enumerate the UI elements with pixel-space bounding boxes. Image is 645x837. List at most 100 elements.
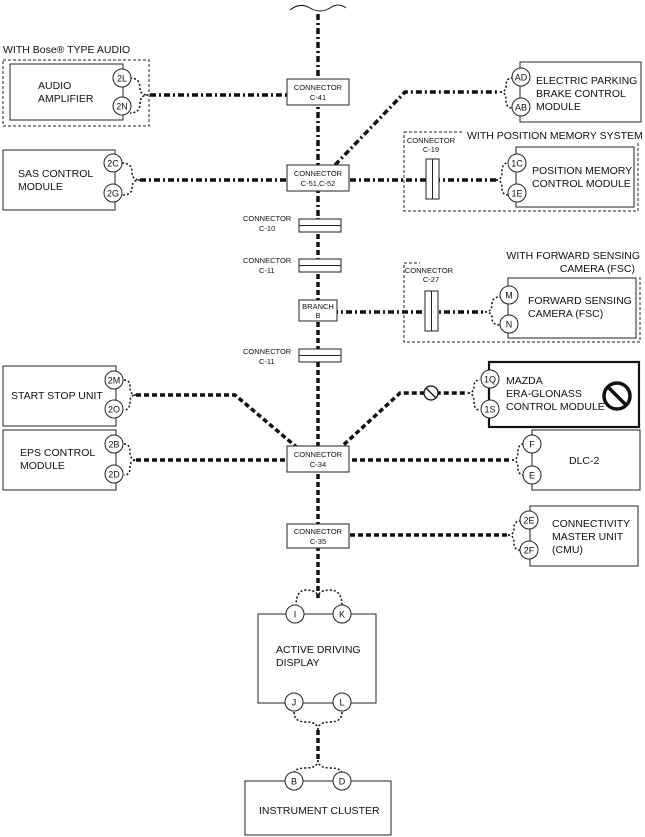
pin-label: B: [291, 777, 297, 787]
cluster-box: [244, 780, 392, 836]
epb-label-1: ELECTRIC PARKING: [536, 75, 637, 87]
pin-circle: [104, 370, 124, 390]
fsc-group-label-line1: WITH FORWARD SENSING: [506, 250, 640, 262]
pin-circle: [499, 285, 519, 305]
pins-adc-bottom: J L: [284, 692, 352, 712]
fsc-label-bg: [420, 248, 642, 276]
eps-pin-fork: [123, 443, 137, 476]
epb-label-3: MODULE: [536, 101, 581, 113]
pin-label: N: [506, 320, 513, 330]
era-label-3: CONTROL MODULE: [506, 401, 605, 413]
connector-c34: CONNECTOR C-34: [286, 445, 350, 473]
fsc-label-1: FORWARD SENSING: [528, 295, 632, 307]
epb-bus-line: [333, 90, 500, 167]
fsc-label-2: CAMERA (FSC): [528, 308, 603, 320]
connector-c10: CONNECTOR C-10: [243, 214, 342, 233]
cmu-label-3: (CMU): [552, 544, 583, 556]
start-stop-label: START STOP UNIT: [11, 390, 103, 402]
connector-c41: CONNECTOR C-41: [286, 78, 350, 106]
pins-cluster: B D: [284, 771, 352, 791]
position-memory-label-1: POSITION MEMORY: [532, 165, 632, 177]
connector-c41-label-1: CONNECTOR: [294, 83, 343, 92]
pin-label: 1C: [511, 159, 523, 169]
connector-c35-box: [286, 523, 350, 549]
start-stop-pin-fork: [123, 379, 137, 411]
connectivity-master-unit: CONNECTIVITY MASTER UNIT (CMU): [529, 505, 639, 567]
bus-break-mark: [289, 4, 347, 12]
sas-pin-fork: [121, 162, 141, 196]
branch-b-label-2: B: [315, 311, 320, 320]
sas-label-2: MODULE: [18, 181, 63, 193]
era-label-2: ERA-GLONASS: [506, 388, 582, 400]
pin-label: 1Q: [484, 375, 496, 385]
pos-mem-pin-fork: [495, 162, 509, 196]
pins-era: 1Q 1S: [480, 369, 500, 419]
connector-c11b-label-1: CONNECTOR: [243, 347, 292, 356]
pins-eps: 2B 2D: [104, 434, 124, 484]
pin-label: 2F: [524, 546, 535, 556]
pin-label: 2E: [523, 516, 534, 526]
pin-label: E: [529, 471, 535, 481]
cmu-pin-fork: [507, 520, 521, 551]
forward-sensing-camera-module: FORWARD SENSING CAMERA (FSC): [507, 277, 637, 339]
pin-label: 2B: [108, 440, 119, 450]
connector-c51-c52: CONNECTOR C-51,C-52: [286, 164, 350, 192]
connector-c27-label-1: CONNECTOR: [405, 266, 454, 275]
bose-group: WITH Bose® TYPE AUDIO: [1, 42, 163, 127]
pin-label: J: [292, 698, 297, 708]
connector-c11a-label-1: CONNECTOR: [243, 256, 292, 265]
fsc-group-label-line2: CAMERA (FSC): [560, 263, 635, 275]
epb-box: [519, 61, 642, 123]
pins-cmu: 2E 2F: [519, 510, 539, 560]
connector-c51-box: [286, 164, 350, 192]
pin-circle: [284, 771, 304, 791]
branch-b-box: [298, 299, 338, 322]
pin-label: 2L: [117, 74, 127, 84]
branch-b-label-1: BRANCH: [302, 302, 334, 311]
pin-label: AB: [515, 103, 527, 113]
connector-c11-upper: CONNECTOR C-11: [243, 256, 342, 275]
cluster-label: INSTRUMENT CLUSTER: [259, 805, 380, 817]
fsc-pin-fork: [484, 296, 501, 326]
pin-label: 2D: [108, 470, 120, 480]
pin-label: 2C: [107, 159, 119, 169]
pins-epb: AD AB: [511, 67, 531, 117]
epb-pin-fork: [499, 77, 513, 109]
pin-label: 1S: [484, 405, 495, 415]
adc-label-1: ACTIVE DRIVING: [276, 644, 361, 656]
connector-c19-label-2: C-19: [423, 145, 439, 154]
position-memory-box: [515, 146, 635, 208]
pin-label: 2G: [107, 189, 119, 199]
sas-label-1: SAS CONTROL: [18, 168, 93, 180]
pin-circle: [507, 183, 527, 203]
prohibited-icon: [602, 381, 632, 411]
pin-circle: [480, 399, 500, 419]
cmu-label-1: CONNECTIVITY: [552, 518, 630, 530]
connector-c19-label-1: CONNECTOR: [407, 136, 456, 145]
pin-label: 2N: [116, 102, 128, 112]
pin-circle: [332, 604, 352, 624]
position-memory-label-2: CONTROL MODULE: [532, 178, 631, 190]
pin-circle: [499, 314, 519, 334]
audio-amplifier-box: [9, 63, 124, 121]
fsc-box: [507, 277, 637, 339]
pin-label: D: [339, 777, 346, 787]
pins-adc-top: I K: [285, 604, 352, 624]
adc-box: [257, 613, 377, 704]
cmu-label-2: MASTER UNIT: [552, 531, 624, 543]
pin-label: M: [505, 291, 513, 301]
era-glonass-module: MAZDA ERA-GLONASS CONTROL MODULE: [487, 360, 641, 429]
audio-amplifier-label-1: AUDIO: [38, 80, 71, 92]
connector-c34-label-2: C-34: [310, 460, 326, 469]
branch-b: BRANCH B: [298, 299, 338, 322]
connector-c51-label-2: C-51,C-52: [301, 179, 336, 188]
adc-bottom-fork: [293, 711, 343, 731]
bose-group-label: WITH Bose® TYPE AUDIO: [3, 44, 130, 56]
pins-audio: 2L 2N: [112, 68, 132, 116]
eps-label-2: MODULE: [20, 460, 65, 472]
position-memory-module: POSITION MEMORY CONTROL MODULE: [515, 146, 635, 208]
not-used-icon: [423, 385, 439, 401]
connector-c35-label-1: CONNECTOR: [294, 527, 343, 536]
pin-label: 1E: [511, 189, 522, 199]
